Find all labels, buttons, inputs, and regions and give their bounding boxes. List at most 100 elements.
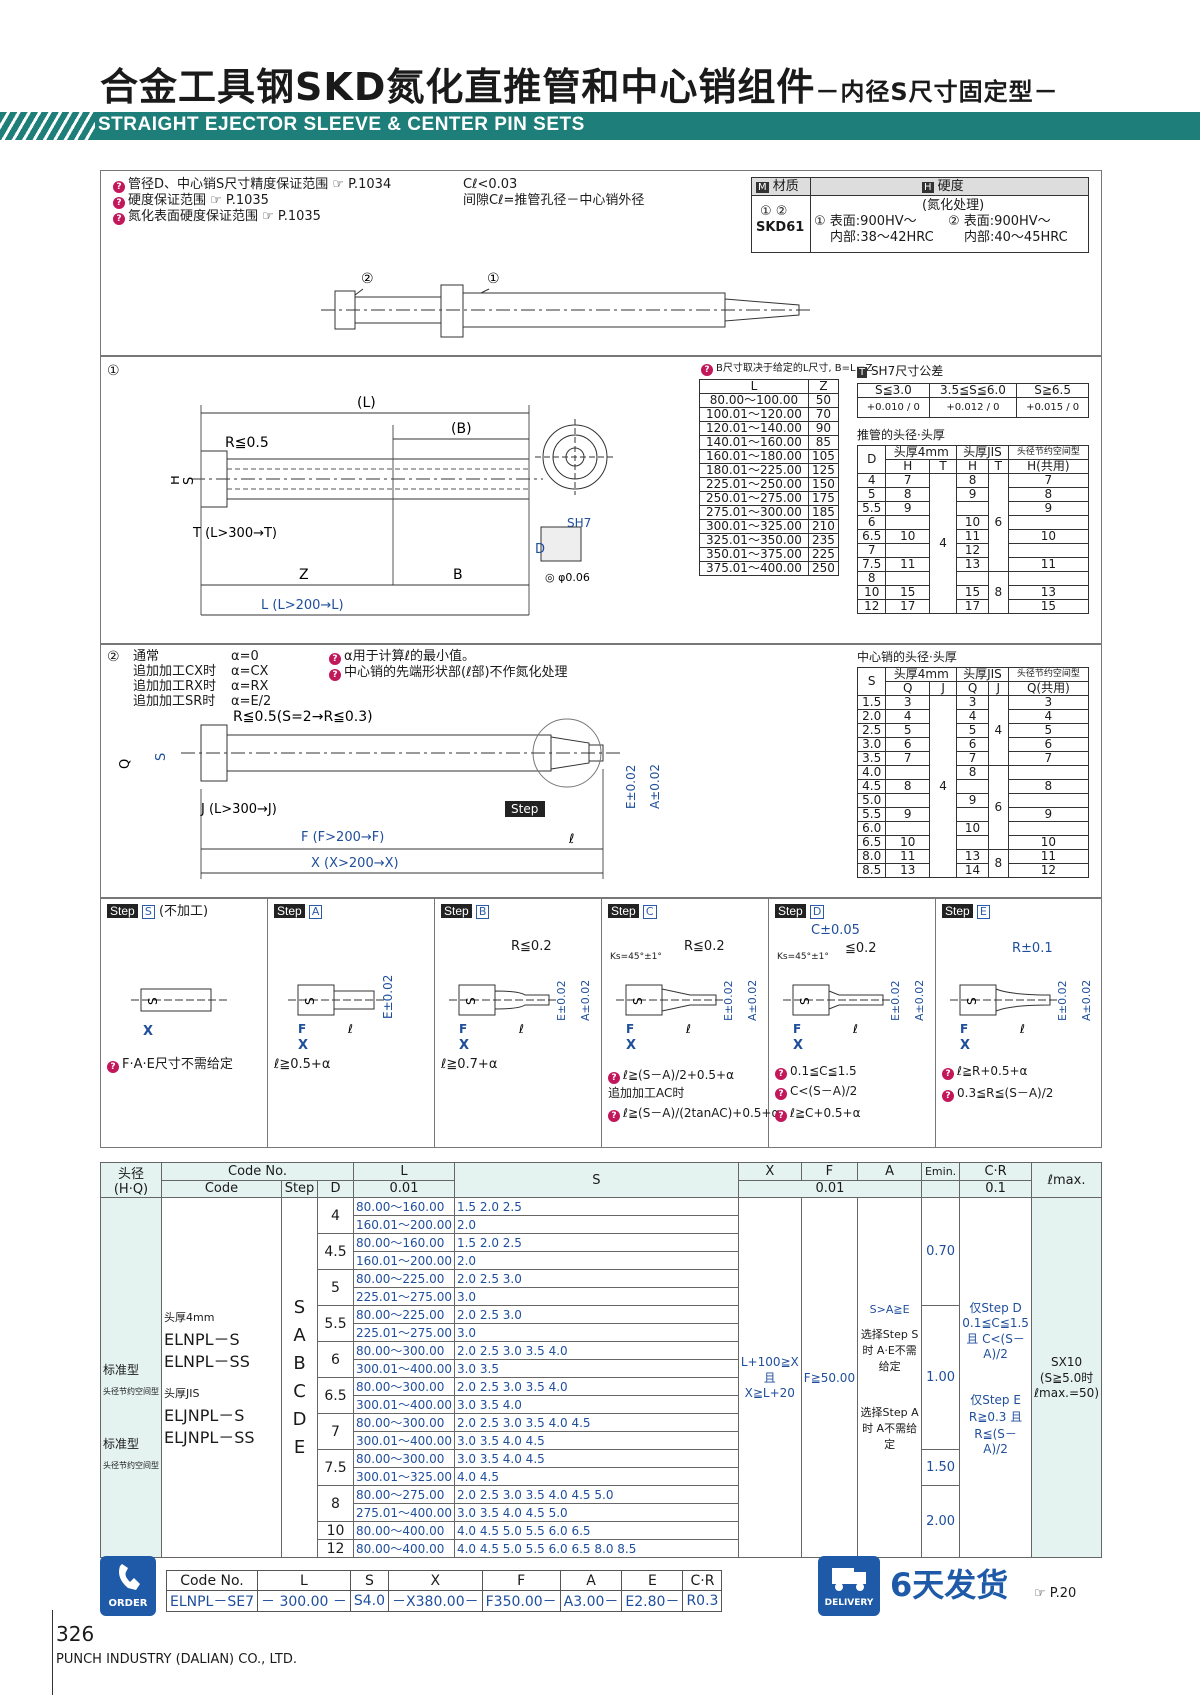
svg-text:B: B (453, 567, 463, 583)
svg-text:X: X (960, 1038, 970, 1049)
truck-icon (832, 1568, 866, 1591)
svg-text:Z: Z (299, 567, 309, 583)
svg-text:Q: Q (118, 759, 133, 769)
svg-text:ℓ: ℓ (1019, 1022, 1025, 1036)
svg-text:R≦0.5(S=2→R≦0.3): R≦0.5(S=2→R≦0.3) (233, 709, 373, 725)
phone-icon (119, 1564, 140, 1590)
svg-text:F: F (459, 1022, 467, 1036)
title-band (0, 112, 1200, 140)
svg-text:S: S (965, 997, 979, 1005)
svg-text:T (L>300→T): T (L>300→T) (192, 526, 277, 541)
svg-text:X: X (626, 1038, 636, 1049)
delivery-badge: DELIVERY (818, 1556, 880, 1616)
svg-text:E±0.02: E±0.02 (555, 980, 568, 1021)
footer-rule (52, 1610, 53, 1695)
delivery-ref[interactable]: ☞ P.20 (1034, 1586, 1077, 1601)
alpha-notes: ?α用于计算ℓ的最小值。 ?中心销的先端形状部(ℓ部)不作氮化处理 (329, 649, 568, 681)
svg-text:S: S (798, 997, 812, 1005)
page-number: 326 (56, 1622, 95, 1646)
svg-text:F: F (793, 1022, 801, 1036)
part1-callout: ① (487, 271, 500, 287)
svg-text:◎ φ0.06: ◎ φ0.06 (545, 571, 590, 584)
svg-text:A±0.02: A±0.02 (913, 980, 926, 1021)
svg-text:H: H (171, 475, 183, 485)
svg-text:ℓ: ℓ (347, 1022, 353, 1036)
svg-text:ℓ: ℓ (852, 1022, 858, 1036)
part2-callout: ② (361, 271, 374, 287)
svg-text:E±0.02: E±0.02 (889, 980, 902, 1021)
page-title: 合金工具钢SKD氮化直推管和中心销组件－内径S尺寸固定型－ (100, 65, 1059, 109)
sleeve-drawing: (L) (B) R≦0.5 Z B L (L>200→L) T (L>300→T… (171, 395, 543, 616)
svg-text:ℓ: ℓ (685, 1022, 691, 1036)
svg-text:E±0.02: E±0.02 (624, 765, 638, 809)
svg-text:E±0.02: E±0.02 (722, 980, 735, 1021)
svg-text:S: S (154, 753, 169, 761)
svg-text:R≦0.5: R≦0.5 (225, 435, 269, 451)
svg-text:ℓ: ℓ (518, 1022, 524, 1036)
svg-text:F: F (298, 1022, 306, 1036)
question-icon: ? (113, 181, 125, 193)
svg-text:Step: Step (511, 802, 538, 816)
svg-text:A±0.02: A±0.02 (1080, 980, 1093, 1021)
notes: ?管径D、中心销S尺寸精度保证范围 ☞ P.1034 ?硬度保证范围 ☞ P.1… (113, 177, 391, 225)
svg-text:J (L>300→J): J (L>300→J) (200, 802, 277, 817)
svg-text:E±0.02: E±0.02 (1056, 980, 1069, 1021)
svg-text:E±0.02: E±0.02 (381, 975, 395, 1019)
svg-text:A±0.02: A±0.02 (648, 764, 662, 809)
b-note: ?B尺寸取决于给定的L尺寸, B=L－Z (701, 361, 872, 377)
svg-text:X (X>200→X): X (X>200→X) (311, 856, 399, 871)
svg-text:S: S (182, 477, 197, 485)
svg-text:A±0.02: A±0.02 (579, 980, 592, 1021)
question-icon: ? (113, 213, 125, 225)
material-table: M 材质 H 硬度 ① ② SKD61 (氮化处理) ① 表面:900HV～ 内… (751, 177, 1089, 253)
svg-text:(L): (L) (357, 395, 376, 411)
order-badge: ORDER (100, 1556, 156, 1616)
svg-text:S: S (146, 997, 160, 1005)
english-title: STRAIGHT EJECTOR SLEEVE & CENTER PIN SET… (98, 114, 585, 135)
overview-panel: ?管径D、中心销S尺寸精度保证范围 ☞ P.1034 ?硬度保证范围 ☞ P.1… (100, 170, 1102, 356)
svg-text:X: X (459, 1038, 469, 1049)
svg-text:S: S (303, 997, 317, 1005)
svg-text:X: X (298, 1038, 308, 1049)
svg-text:S: S (464, 997, 478, 1005)
svg-text:D: D (535, 542, 545, 557)
band-hatch (0, 112, 95, 140)
svg-text:SH7: SH7 (567, 516, 591, 530)
svg-text:F: F (960, 1022, 968, 1036)
tol-title: T SH7尺寸公差 (857, 364, 944, 378)
svg-text:L (L>200→L): L (L>200→L) (261, 598, 344, 613)
delivery-days: 6天发货 (890, 1566, 1009, 1604)
company: PUNCH INDUSTRY (DALIAN) CO., LTD. (56, 1652, 297, 1667)
pin-drawing: R≦0.5(S=2→R≦0.3) Q S J (L>300→J) F (F>20… (118, 709, 662, 879)
assembly-drawing: ② ① (321, 271, 811, 338)
